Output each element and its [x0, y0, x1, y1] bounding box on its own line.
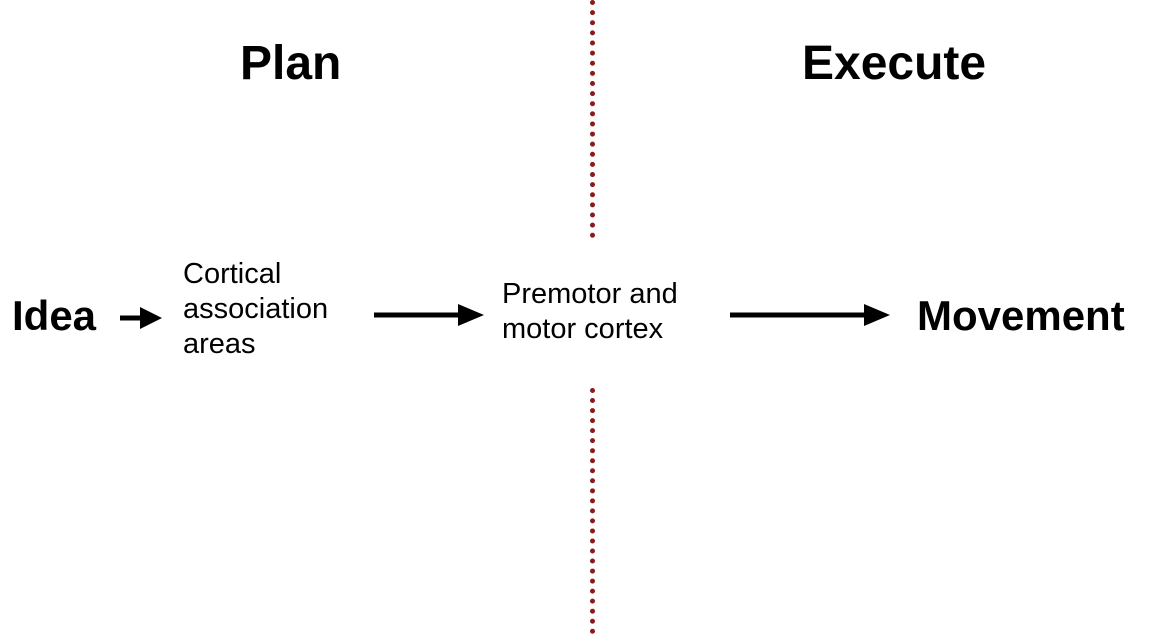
premotor-motor-cortex-node: Premotor and motor cortex	[502, 277, 678, 347]
arrow-premotor-to-movement	[730, 304, 890, 326]
cortical-line-2: association	[183, 293, 329, 325]
phase-divider-top	[590, 0, 595, 238]
plan-heading: Plan	[240, 37, 342, 90]
movement-node: Movement	[917, 292, 1125, 339]
phase-divider-bottom	[590, 388, 595, 634]
cortical-association-areas-node: Cortical association areas	[183, 257, 328, 362]
cortical-line-3: areas	[183, 328, 256, 360]
cortical-line-1: Cortical	[183, 258, 282, 290]
execute-heading: Execute	[802, 37, 987, 90]
premotor-line-1: Premotor and	[502, 278, 678, 310]
idea-node: Idea	[12, 292, 97, 339]
arrow-idea-to-cortical	[120, 307, 162, 329]
premotor-line-2: motor cortex	[502, 313, 664, 345]
arrow-cortical-to-premotor	[374, 304, 484, 326]
